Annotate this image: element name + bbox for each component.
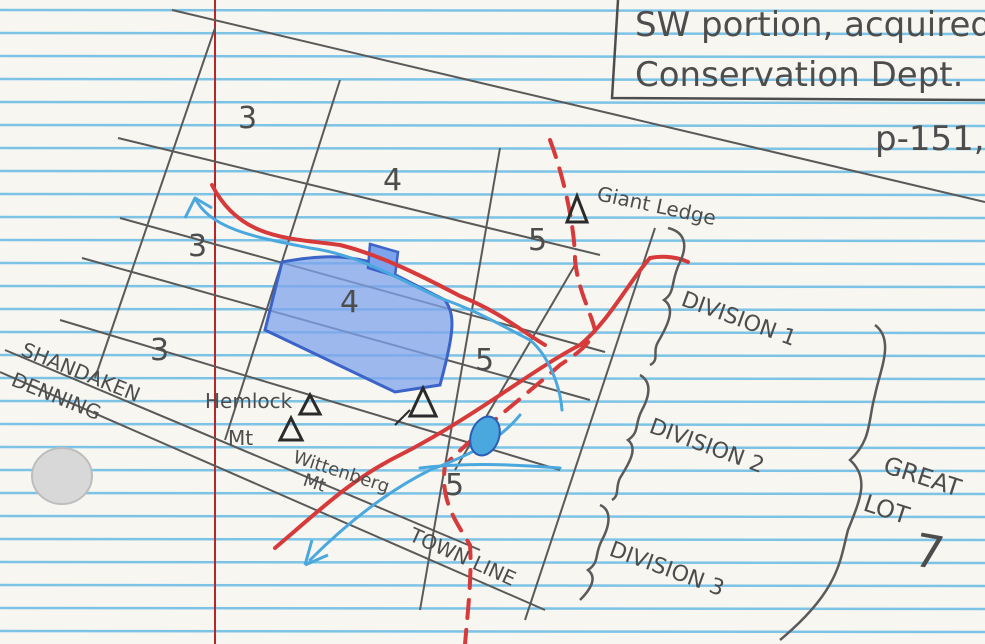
ruled-line xyxy=(0,583,985,588)
dashed-trail xyxy=(442,138,598,644)
ridge-trail xyxy=(210,183,547,347)
great-lot-line-2: LOT xyxy=(860,489,913,530)
note-bracket xyxy=(610,0,985,102)
brace-division-3 xyxy=(579,503,610,601)
brace-division-1 xyxy=(649,226,686,367)
ruled-line xyxy=(0,491,985,496)
lot-number: 4 xyxy=(383,163,402,198)
ruled-line xyxy=(0,77,985,82)
cross-line-1 xyxy=(94,27,216,379)
hemlock-second-triangle-icon xyxy=(297,391,323,416)
ruled-line xyxy=(0,261,985,266)
lot-number: 3 xyxy=(188,229,207,264)
mountain-markers xyxy=(277,191,590,442)
ruled-line xyxy=(0,330,985,335)
ruled-line xyxy=(0,100,985,105)
brace-division-2 xyxy=(611,373,650,502)
ruled-line xyxy=(0,560,985,565)
note-line-3: p-151, xyxy=(875,119,985,159)
ruled-line xyxy=(0,215,985,220)
stream-arrow-bottom xyxy=(303,539,329,567)
ruled-line xyxy=(0,537,985,542)
ruled-line xyxy=(0,238,985,243)
lot-number: 5 xyxy=(528,223,547,258)
ruled-line xyxy=(0,123,985,128)
note-line-1: SW portion, acquired xyxy=(635,5,985,45)
punch-hole xyxy=(31,447,93,505)
ruled-line xyxy=(0,146,985,151)
ruled-line xyxy=(0,468,985,473)
lot-number: 5 xyxy=(445,468,464,503)
cross-line-3 xyxy=(419,147,501,611)
valley-trail xyxy=(273,254,690,550)
ruled-line xyxy=(0,8,985,13)
place-labels: Giant Ledge Hemlock Mt Wittenberg Mt SHA… xyxy=(8,181,718,590)
division-1-label: DIVISION 1 xyxy=(678,287,799,352)
ruled-line xyxy=(0,169,985,174)
trails xyxy=(210,138,690,644)
lot-line-top xyxy=(171,9,985,203)
great-lot-number: 7 xyxy=(910,523,948,581)
lot-numbers: 3 4 3 3 4 5 5 5 xyxy=(150,101,547,503)
cross-line-2 xyxy=(224,79,341,441)
town-line-lower xyxy=(0,371,546,611)
stream-upper xyxy=(193,196,564,412)
ruled-line xyxy=(0,376,985,381)
hemlock-label: Hemlock xyxy=(205,389,293,413)
ruled-line xyxy=(0,284,985,289)
note-text: SW portion, acquired Conservation Dept. … xyxy=(635,5,985,159)
division-labels: DIVISION 1 DIVISION 2 DIVISION 3 xyxy=(606,287,799,602)
brace-great-lot xyxy=(779,324,887,641)
division-braces xyxy=(579,226,887,641)
lot-number: 5 xyxy=(475,343,494,378)
ruled-line xyxy=(0,353,985,358)
hemlock-triangle-icon xyxy=(277,414,305,442)
giant-ledge-triangle-icon xyxy=(564,191,590,224)
ruled-line xyxy=(0,514,985,519)
lot-number: 4 xyxy=(340,285,359,320)
wittenberg-triangle-icon xyxy=(407,384,439,418)
town-line-upper xyxy=(4,349,481,551)
giant-ledge-label: Giant Ledge xyxy=(595,181,718,230)
lot-number: 3 xyxy=(150,333,169,368)
stream-valley xyxy=(418,463,562,470)
pond xyxy=(469,415,501,457)
wittenberg-pointer xyxy=(394,409,411,426)
stream-arrow-top xyxy=(183,196,213,219)
ruled-line xyxy=(0,54,985,59)
note-line-2: Conservation Dept. xyxy=(635,55,963,95)
ruled-line xyxy=(0,31,985,36)
ruled-line xyxy=(0,629,985,634)
lot-number: 3 xyxy=(238,101,257,136)
ruled-line xyxy=(0,606,985,611)
hemlock-label-mt: Mt xyxy=(228,426,253,450)
division-3-label: DIVISION 3 xyxy=(606,537,727,602)
cross-line-4 xyxy=(524,227,656,621)
lot-line-2 xyxy=(117,137,601,256)
